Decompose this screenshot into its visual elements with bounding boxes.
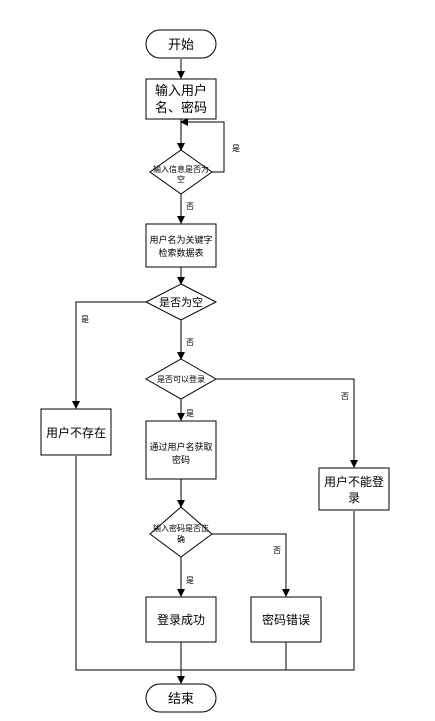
query-box [145, 223, 217, 268]
fetch-password-line2: 密码 [172, 454, 190, 466]
edge-label-yes-1: 是 [232, 144, 240, 153]
decision-login-label: 是否可以登录 [157, 374, 205, 384]
password-error-label: 密码错误 [262, 612, 310, 627]
edge-merge-line [75, 456, 355, 671]
decision-empty-label: 是否为空 [159, 295, 203, 309]
edge-decision4-no [212, 533, 290, 597]
password-error-box [250, 596, 322, 643]
decision-password-line1: 输入密码是否正 [153, 523, 209, 533]
edge-decision1-loop-yes [180, 118, 225, 173]
start-terminal [145, 29, 217, 59]
edge-label-no-4: 否 [273, 546, 281, 555]
edge-label-yes-2: 是 [81, 315, 89, 324]
login-success-box [145, 596, 217, 643]
edge-label-yes-4: 是 [186, 576, 194, 585]
fetch-password-line1: 通过用户名获取 [149, 441, 212, 453]
decision-empty-info-line1: 输入信息是否为 [153, 164, 209, 174]
decision-password [149, 506, 213, 558]
input-box [145, 78, 217, 120]
end-terminal [145, 683, 217, 713]
end-label: 结束 [168, 692, 194, 707]
input-label-line2: 名、密码 [155, 100, 207, 116]
edge-decision2-yes [72, 301, 146, 409]
fetch-password-box [145, 420, 217, 480]
start-label: 开始 [168, 38, 194, 53]
user-not-exist-label: 用户不存在 [46, 425, 106, 440]
edge-decision3-no [216, 378, 358, 468]
decision-empty [144, 283, 218, 321]
edge-label-no-2: 否 [186, 338, 194, 347]
decision-password-line2: 确 [177, 534, 185, 544]
user-not-exist-box [40, 408, 112, 456]
login-success-label: 登录成功 [157, 612, 205, 627]
decision-empty-info-line2: 空 [177, 174, 185, 184]
edge-label-no-3: 否 [341, 392, 349, 401]
edge-label-yes-3: 是 [186, 409, 194, 418]
cannot-login-box [318, 467, 390, 511]
cannot-login-line1: 用户不能登 [324, 474, 384, 489]
query-label-line1: 用户名为关键字 [149, 234, 212, 246]
decision-login [144, 358, 218, 400]
query-label-line2: 检索数据表 [158, 247, 203, 259]
connectors [72, 59, 358, 684]
input-label-line1: 输入用户 [155, 83, 207, 99]
decision-empty-info [149, 149, 213, 195]
edge-label-no-1: 否 [186, 202, 194, 211]
cannot-login-line2: 录 [348, 491, 360, 505]
